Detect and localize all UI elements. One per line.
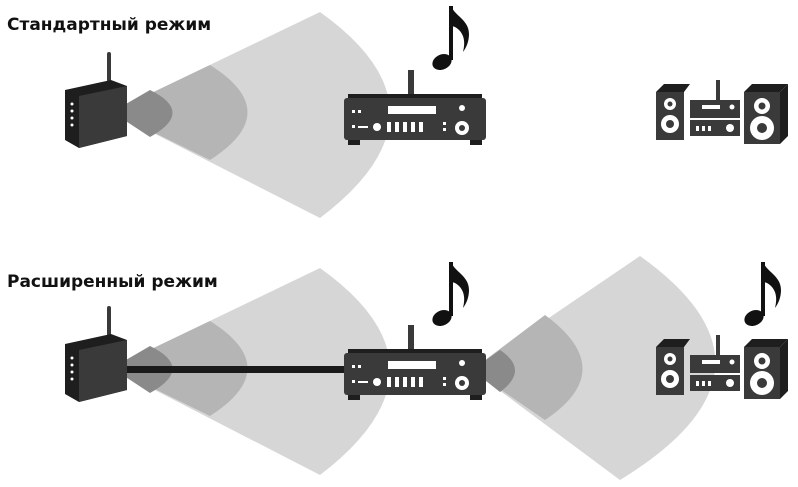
music-note-icon [429,262,469,330]
stereo-speaker-system-icon [656,80,788,144]
standard-signal-outer [112,12,390,218]
stereo-speaker-system-icon [656,335,788,399]
music-note-icon [429,6,469,74]
music-note-icon [741,262,781,330]
standard-signal-middle [112,65,248,160]
wired-connection-line [120,366,350,373]
wifi-router-icon [65,52,127,148]
extended-signal-middle-2 [472,315,583,420]
standard-signal-inner [112,90,173,137]
standard-mode-label: Стандартный режим [7,15,212,35]
extended-mode-label: Расширенный режим [7,272,218,292]
wifi-router-icon [65,306,127,402]
extended-signal-outer-2 [472,256,716,480]
standard-mode-panel [65,6,788,218]
extended-mode-panel [65,256,788,480]
extended-signal-inner-2 [472,350,515,392]
